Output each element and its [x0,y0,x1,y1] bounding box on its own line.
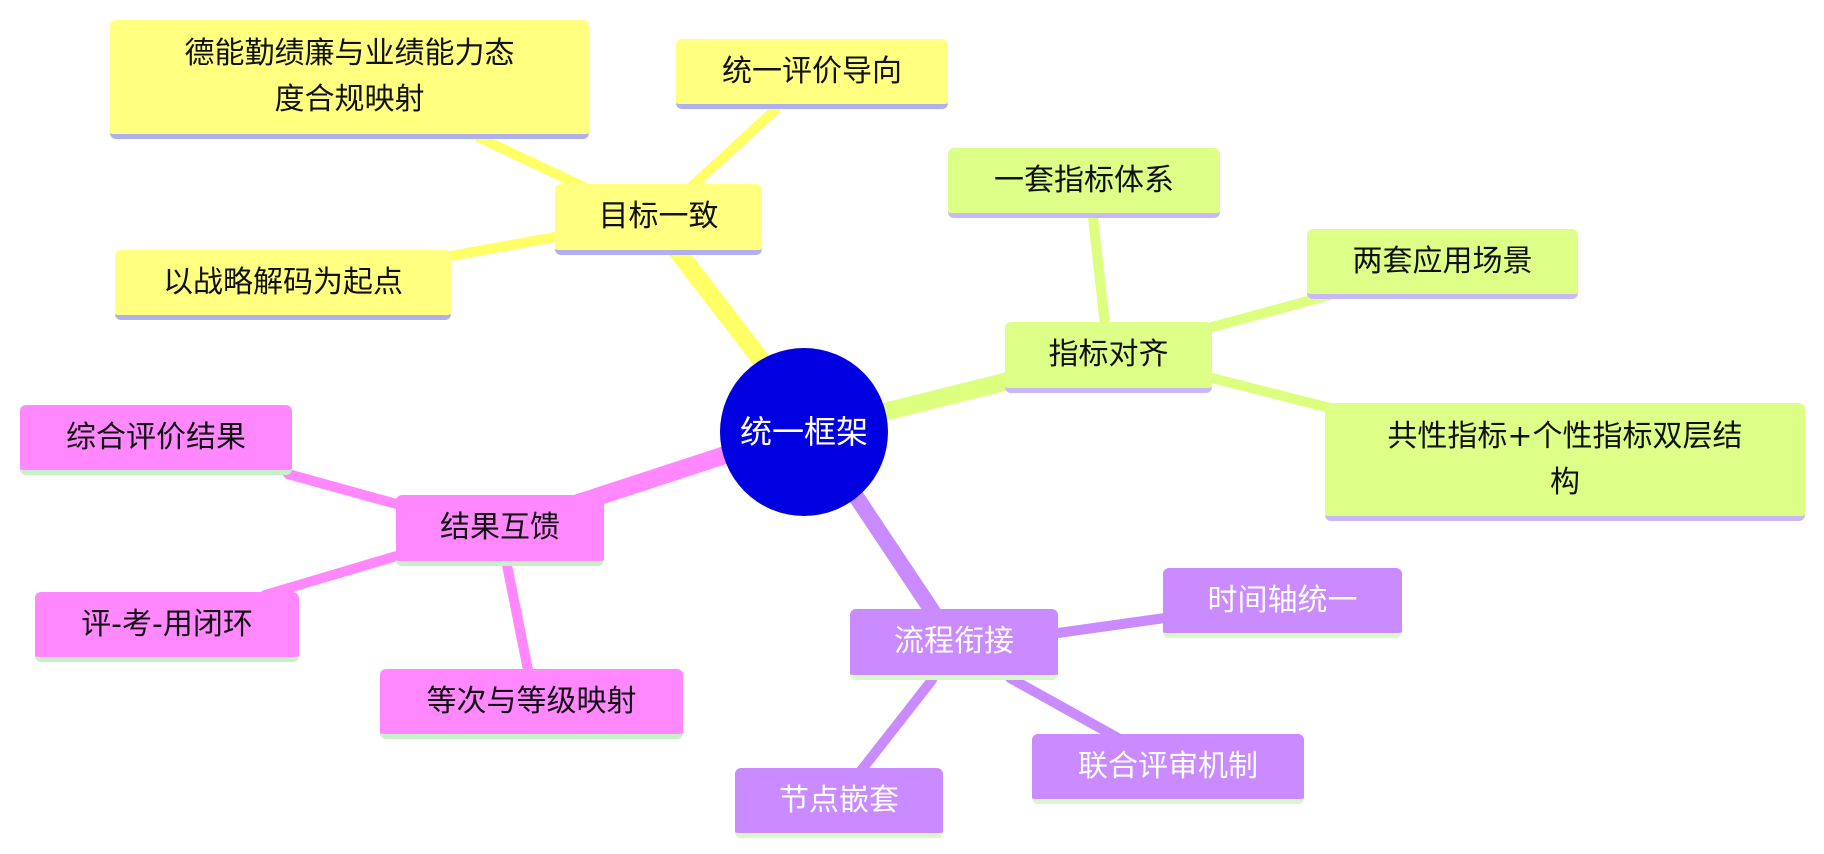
result-child-2-label: 评-考-用闭环 [81,606,253,642]
indicator-child-1[interactable]: 一套指标体系 [948,148,1220,218]
connector-goal-child-2 [685,105,780,193]
branch-result-label: 结果互馈 [440,510,560,545]
connector-process-child-2 [1005,673,1123,743]
branch-indicator-label: 指标对齐 [1048,337,1169,372]
indicator-child-3[interactable]: 共性指标+个性指标双层结构 [1325,403,1805,521]
process-child-3[interactable]: 节点嵌套 [735,768,943,838]
connector-process-child-1 [1053,613,1170,638]
goal-child-1-label: 德能勤绩廉与业绩能力态度合规映射 [184,36,515,117]
indicator-child-3-label: 共性指标+个性指标双层结构 [1387,418,1743,500]
connector-indicator-child-3 [1207,373,1335,413]
result-child-1[interactable]: 综合评价结果 [20,405,292,475]
connector-result-child-3 [502,560,533,675]
branch-process-label: 流程衔接 [894,624,1014,659]
connector-center-goal [666,239,774,374]
process-child-2[interactable]: 联合评审机制 [1032,734,1304,804]
connector-indicator-child-1 [1088,213,1110,330]
indicator-child-1-label: 一套指标体系 [994,162,1174,198]
process-child-1[interactable]: 时间轴统一 [1163,568,1402,638]
branch-result[interactable]: 结果互馈 [396,495,604,566]
result-child-2[interactable]: 评-考-用闭环 [35,592,299,662]
connector-process-child-3 [855,675,937,777]
indicator-child-2-label: 两套应用场景 [1352,243,1533,279]
connector-result-child-2 [260,550,405,600]
result-child-1-label: 综合评价结果 [66,419,246,455]
goal-child-3[interactable]: 以战略解码为起点 [115,250,451,320]
sub-connectors [260,105,1335,777]
process-child-1-label: 时间轴统一 [1207,582,1358,618]
result-child-3[interactable]: 等次与等级映射 [380,669,683,739]
goal-child-3-label: 以战略解码为起点 [163,264,403,300]
branch-goal[interactable]: 目标一致 [555,184,762,255]
indicator-child-2[interactable]: 两套应用场景 [1307,229,1578,299]
goal-child-2-label: 统一评价导向 [722,53,902,89]
result-child-3-label: 等次与等级映射 [426,683,637,719]
connector-result-child-1 [283,469,405,510]
connector-center-process [847,487,943,623]
goal-child-1[interactable]: 德能勤绩廉与业绩能力态度合规映射 [110,20,589,139]
process-child-3-label: 节点嵌套 [779,782,899,818]
branch-process[interactable]: 流程衔接 [850,609,1058,680]
process-child-2-label: 联合评审机制 [1078,748,1258,784]
branch-goal-label: 目标一致 [598,199,719,234]
connector-goal-child-1 [475,133,595,195]
branch-indicator[interactable]: 指标对齐 [1005,322,1212,393]
goal-child-2[interactable]: 统一评价导向 [676,39,948,109]
connector-indicator-child-2 [1207,290,1335,332]
connector-center-indicator [863,369,1029,424]
center-label: 统一框架 [739,413,868,451]
center-node[interactable]: 统一框架 [720,348,888,516]
connector-goal-child-3 [440,232,560,262]
